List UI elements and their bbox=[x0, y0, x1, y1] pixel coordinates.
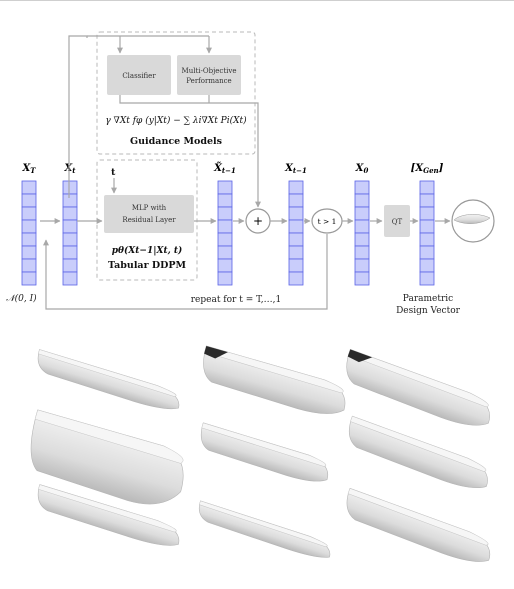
vector-cell bbox=[419, 180, 435, 195]
output-label-line2: Design Vector bbox=[396, 306, 461, 316]
vector-cell bbox=[288, 258, 304, 273]
tabular-ddpm-title: Tabular DDPM bbox=[108, 260, 187, 271]
vector-cell bbox=[21, 232, 37, 247]
vector-cell bbox=[217, 271, 233, 286]
vector-cell bbox=[354, 206, 370, 221]
vector-label-x0: X0 bbox=[355, 163, 369, 175]
classifier-box bbox=[107, 55, 171, 95]
vector-cell bbox=[21, 206, 37, 221]
generated-hull-9 bbox=[346, 487, 491, 562]
vector-columns: XT Xt X̃t−1 Xt−1 X0 [XGen] bbox=[21, 162, 444, 286]
vector-cell bbox=[419, 206, 435, 221]
vector-cell bbox=[419, 271, 435, 286]
vector-cell bbox=[217, 193, 233, 208]
vector-label-xT: XT bbox=[22, 163, 37, 175]
generated-hull-6 bbox=[348, 415, 488, 489]
vector-xtilde: X̃t−1 bbox=[213, 162, 236, 286]
noise-label: 𝒩(0, I) bbox=[6, 293, 37, 304]
vector-cell bbox=[62, 180, 78, 195]
vector-cell bbox=[21, 219, 37, 234]
vector-cell bbox=[62, 232, 78, 247]
vector-cell bbox=[419, 193, 435, 208]
ddpm-t-input-label: t bbox=[111, 167, 116, 178]
vector-cell bbox=[21, 180, 37, 195]
generated-hull-gallery bbox=[30, 345, 491, 562]
vector-label-xt: Xt bbox=[64, 163, 77, 175]
vector-cell bbox=[419, 258, 435, 273]
qt-label: QT bbox=[392, 218, 403, 226]
vector-cell bbox=[354, 258, 370, 273]
mlp-label-line2: Residual Layer bbox=[122, 216, 176, 224]
vector-cell bbox=[419, 232, 435, 247]
vector-cell bbox=[354, 180, 370, 195]
generated-hull-5 bbox=[200, 422, 329, 482]
generated-hull-8 bbox=[198, 500, 331, 558]
vector-label-xtilde: X̃t−1 bbox=[213, 162, 236, 175]
vector-cell bbox=[217, 232, 233, 247]
multi-objective-box bbox=[177, 55, 241, 95]
vector-cell bbox=[354, 271, 370, 286]
vector-cell bbox=[62, 245, 78, 260]
vector-x0: X0 bbox=[354, 163, 370, 286]
vector-cell bbox=[288, 180, 304, 195]
generated-hull-4 bbox=[30, 409, 184, 505]
multi-objective-label-line2: Performance bbox=[186, 77, 231, 85]
top-border-line bbox=[0, 0, 514, 1]
vector-xt: Xt bbox=[62, 163, 78, 286]
mlp-label-line1: MLP with bbox=[132, 204, 167, 212]
vector-cell bbox=[21, 245, 37, 260]
vector-cell bbox=[288, 219, 304, 234]
vector-cell bbox=[419, 245, 435, 260]
multi-objective-label-line1: Multi-Objective bbox=[182, 67, 237, 75]
vector-cell bbox=[288, 206, 304, 221]
generated-hull-2 bbox=[203, 345, 346, 414]
vector-cell bbox=[62, 219, 78, 234]
vector-cell bbox=[62, 258, 78, 273]
vector-cell bbox=[354, 193, 370, 208]
vector-cell bbox=[21, 258, 37, 273]
vector-cell bbox=[21, 271, 37, 286]
condition-label: t > 1 bbox=[318, 217, 337, 226]
vector-cell bbox=[217, 206, 233, 221]
generated-hull-7 bbox=[37, 484, 180, 546]
qt-box bbox=[384, 205, 410, 237]
vector-cell bbox=[217, 180, 233, 195]
vector-cell bbox=[419, 219, 435, 234]
mlp-residual-box bbox=[104, 195, 194, 233]
output-label-line1: Parametric bbox=[403, 294, 453, 304]
vector-cell bbox=[354, 232, 370, 247]
generated-hull-1 bbox=[37, 349, 180, 410]
vector-cell bbox=[354, 219, 370, 234]
vector-cell bbox=[217, 219, 233, 234]
vector-cell bbox=[354, 245, 370, 260]
guidance-models-group bbox=[96, 31, 256, 155]
ddpm-formula: pθ(Xt−1|Xt, t) bbox=[112, 245, 183, 256]
vector-cell bbox=[21, 193, 37, 208]
vector-cell bbox=[288, 245, 304, 260]
vector-xT: XT bbox=[21, 163, 37, 286]
vector-cell bbox=[62, 206, 78, 221]
guidance-models-title: Guidance Models bbox=[130, 136, 222, 147]
vector-xt1: Xt−1 bbox=[284, 163, 307, 286]
classifier-label: Classifier bbox=[122, 72, 156, 80]
vector-label-xt1: Xt−1 bbox=[284, 163, 307, 175]
generated-hull-3 bbox=[346, 349, 490, 426]
vector-xgen: [XGen] bbox=[411, 163, 444, 286]
vector-cell bbox=[62, 271, 78, 286]
vector-cell bbox=[288, 232, 304, 247]
vector-cell bbox=[288, 193, 304, 208]
vector-cell bbox=[62, 193, 78, 208]
vector-cell bbox=[217, 258, 233, 273]
vector-cell bbox=[217, 245, 233, 260]
vector-label-xgen: [XGen] bbox=[411, 163, 444, 175]
vector-cell bbox=[288, 271, 304, 286]
plus-symbol: + bbox=[253, 214, 263, 228]
repeat-label: repeat for t = T,…,1 bbox=[191, 295, 281, 305]
output-hull-icon bbox=[453, 214, 491, 224]
guidance-formula: γ ∇Xt fφ (y|Xt) − ∑ λi∇Xt Pi(Xt) bbox=[105, 115, 247, 126]
